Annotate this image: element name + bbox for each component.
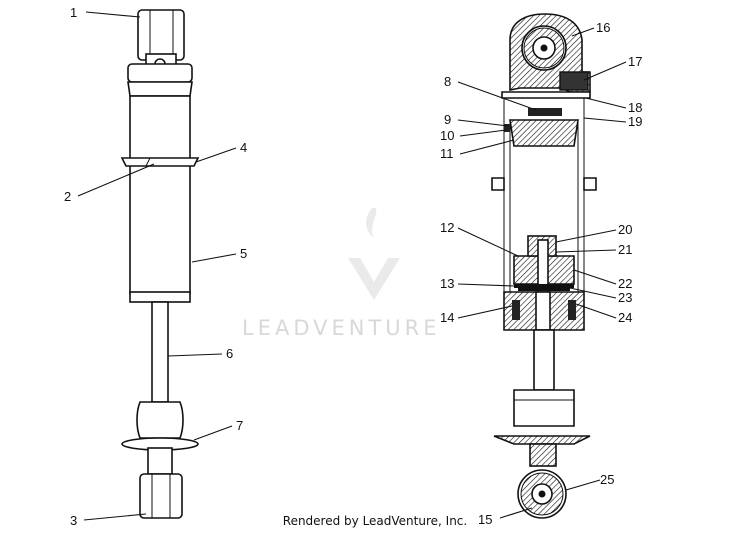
callout-6: 6 [226, 346, 233, 361]
watermark-text: LEADVENTURE [242, 316, 441, 340]
callout-1: 1 [70, 5, 77, 20]
callout-18: 18 [628, 100, 642, 115]
leader-lines [77, 11, 627, 521]
callout-13: 13 [440, 276, 454, 291]
callout-17: 17 [628, 54, 642, 69]
callout-2: 2 [64, 189, 71, 204]
callout-14: 14 [440, 310, 454, 325]
left-assembly [120, 9, 200, 519]
callouts-right: 8 9 10 11 12 13 14 15 16 17 18 19 20 21 … [440, 20, 642, 527]
callout-12: 12 [440, 220, 454, 235]
callout-8: 8 [444, 74, 451, 89]
callout-20: 20 [618, 222, 632, 237]
callout-21: 21 [618, 242, 632, 257]
callouts-left: 1 2 3 4 5 6 7 [64, 5, 247, 528]
right-assembly [491, 13, 597, 519]
render-credit: Rendered by LeadVenture, Inc. [282, 514, 468, 528]
callout-4: 4 [240, 140, 247, 155]
callout-19: 19 [628, 114, 642, 129]
callout-15: 15 [478, 512, 492, 527]
callout-5: 5 [240, 246, 247, 261]
callout-25: 25 [600, 472, 614, 487]
callout-10: 10 [440, 128, 454, 143]
callout-22: 22 [618, 276, 632, 291]
callout-7: 7 [236, 418, 243, 433]
callout-9: 9 [444, 112, 451, 127]
callout-24: 24 [618, 310, 632, 325]
callout-3: 3 [70, 513, 77, 528]
callout-16: 16 [596, 20, 610, 35]
callout-23: 23 [618, 290, 632, 305]
callout-11: 11 [440, 146, 454, 161]
